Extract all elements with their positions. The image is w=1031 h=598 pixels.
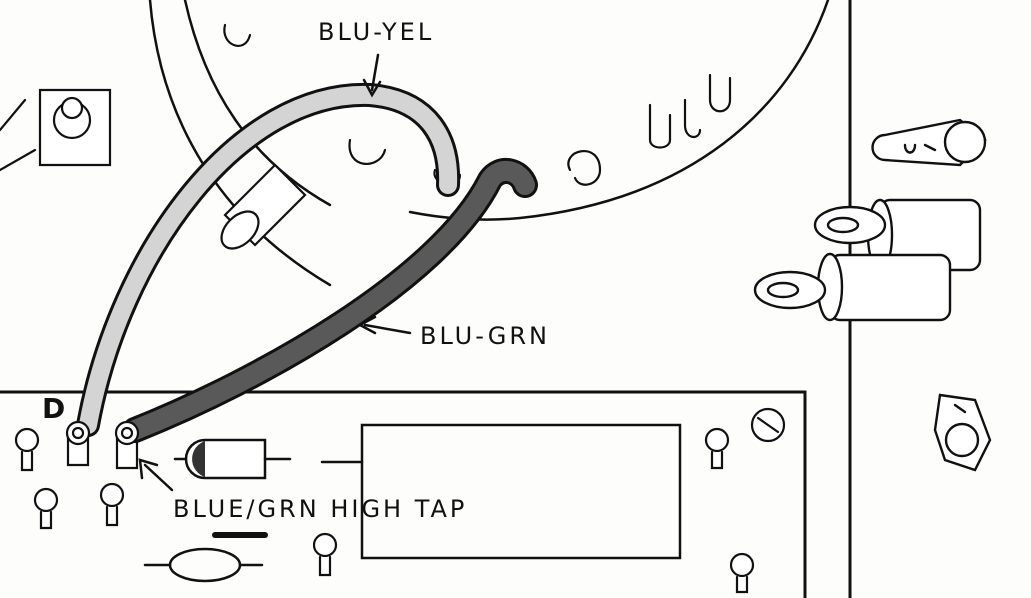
label-blu-yel: BLU-YEL [318, 18, 435, 46]
label-high-tap: BLUE/GRN HIGH TAP [173, 495, 468, 523]
label-blu-grn: BLU-GRN [420, 322, 550, 350]
chassis-inner-arc [183, 0, 332, 207]
wire-blu-yel [79, 85, 458, 434]
circuit-board-outline [0, 390, 807, 598]
nut-bracket [0, 88, 112, 172]
wire-terminals [65, 420, 140, 446]
component-block [360, 423, 682, 560]
board-terminals [14, 407, 786, 594]
arrow-blu-grn [363, 323, 412, 335]
diode-body [184, 438, 267, 480]
right-hardware [753, 118, 992, 472]
capacitor-cylinder [220, 163, 307, 250]
arrow-blu-yel [370, 53, 380, 92]
wire-blu-grn [125, 161, 535, 440]
socket-lugs [223, 23, 732, 186]
board-letter: D [42, 392, 66, 425]
arrow-tap [143, 463, 174, 492]
capacitor-oval [168, 547, 242, 583]
